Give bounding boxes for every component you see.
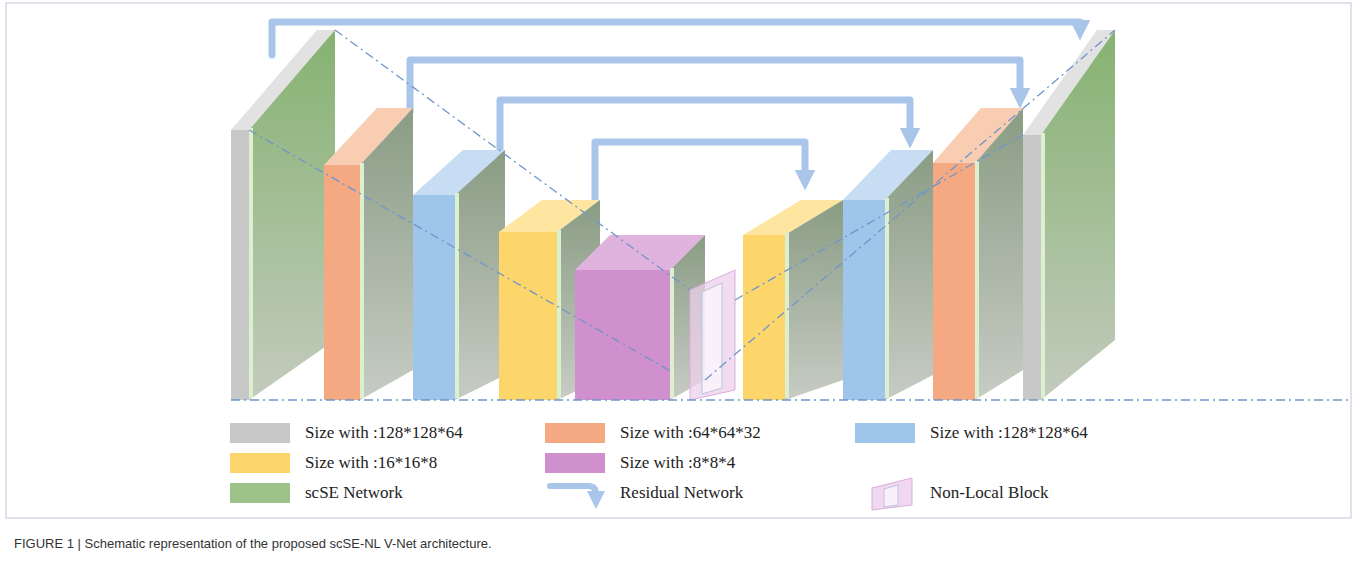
legend-text: Size with :128*128*64: [930, 423, 1088, 443]
legend-swatch: [230, 453, 290, 473]
figure-caption: FIGURE 1 | Schematic representation of t…: [14, 536, 1334, 551]
legend-swatch: [230, 423, 290, 443]
figure-frame: [6, 3, 1351, 518]
legend-sample-space: [545, 483, 605, 503]
decoder-slabs: [743, 30, 1115, 400]
encoder-slabs: [231, 30, 705, 400]
legend-text: Residual Network: [620, 483, 743, 503]
legend-text: Size with :64*64*32: [620, 423, 761, 443]
legend-entry: Size with :8*8*4: [545, 453, 735, 473]
legend-text: Size with :128*128*64: [305, 423, 463, 443]
legend-entry: Size with :128*128*64: [855, 423, 1088, 443]
legend-entry: Size with :16*16*8: [230, 453, 437, 473]
guide-lines: [231, 30, 1352, 400]
legend-text: scSE Network: [305, 483, 403, 503]
legend-swatch: [545, 453, 605, 473]
non-local-block: [690, 270, 735, 400]
legend-sample-space: [855, 483, 915, 503]
legend-samples: [550, 478, 912, 510]
legend-text: Size with :16*16*8: [305, 453, 437, 473]
legend-text: Non-Local Block: [930, 483, 1049, 503]
legend-entry: Size with :128*128*64: [230, 423, 463, 443]
legend-swatch: [230, 483, 290, 503]
legend-swatch: [545, 423, 605, 443]
legend-entry: Size with :64*64*32: [545, 423, 761, 443]
legend-entry: Residual Network: [545, 483, 743, 503]
legend-text: Size with :8*8*4: [620, 453, 735, 473]
legend-swatch: [855, 423, 915, 443]
legend-entry: scSE Network: [230, 483, 403, 503]
legend-entry: Non-Local Block: [855, 483, 1049, 503]
